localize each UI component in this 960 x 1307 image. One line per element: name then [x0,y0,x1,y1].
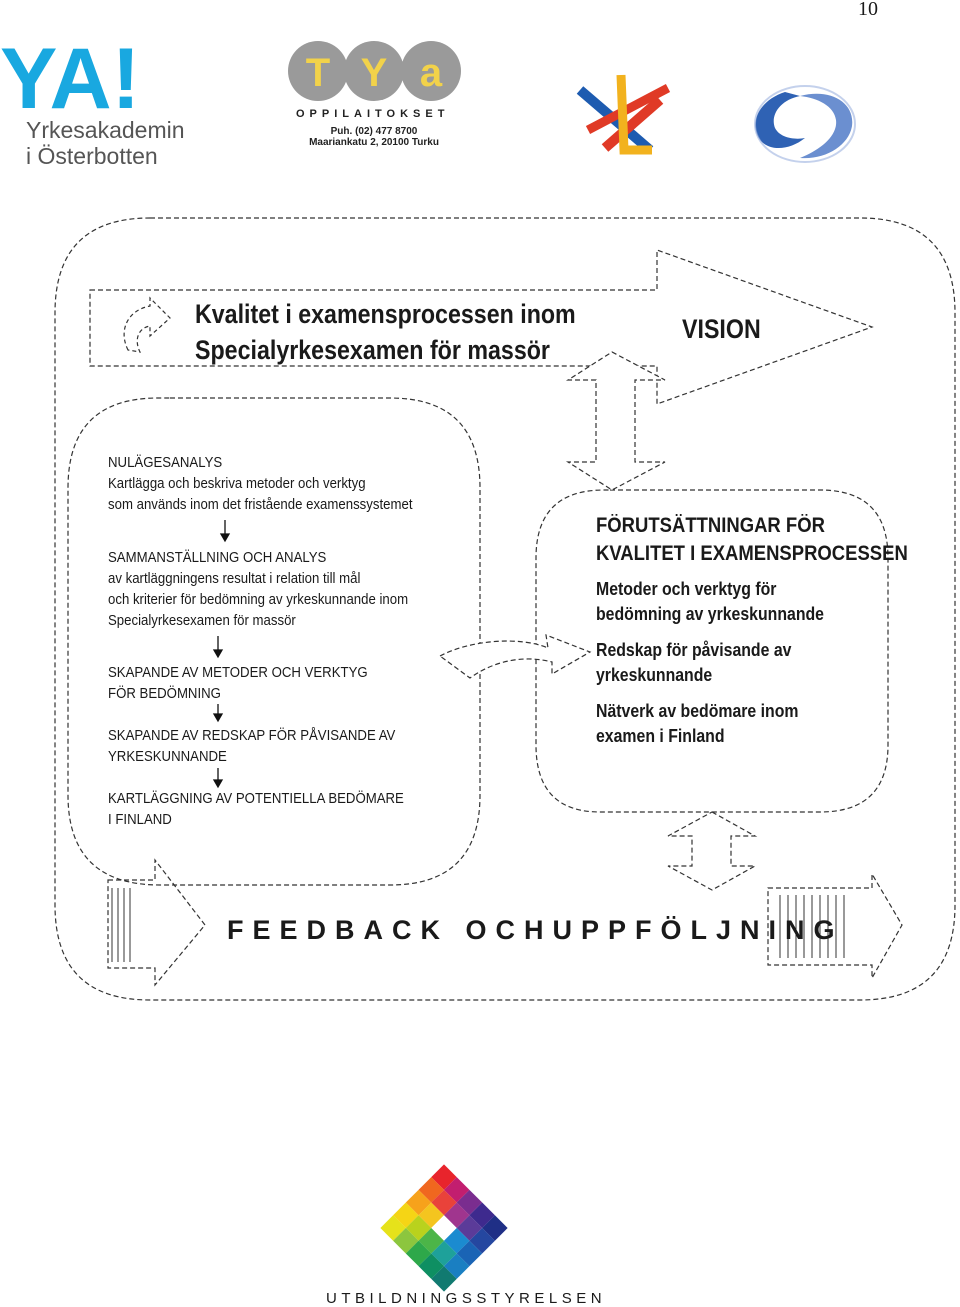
prerequisite-item: Nätverk av bedömare inom examen i Finlan… [596,699,798,749]
step-5-line1: KARTLÄGGNING AV POTENTIELLA BEDÖMARE [108,790,404,807]
tya-letter-3: a [420,51,443,95]
step-demonstration-tools: SKAPANDE AV REDSKAP FÖR PÅVISANDE AV YRK… [108,725,395,767]
tya-circle-1 [288,41,348,101]
step-4-line2: YRKESKUNNANDE [108,748,227,765]
tya-circle-2 [344,41,404,101]
analysis-box [67,397,481,886]
feedback-left-stripes [111,888,131,962]
step-assessor-mapping: KARTLÄGGNING AV POTENTIELLA BEDÖMARE I F… [108,788,404,830]
ya-logo-mark: YA! [0,31,140,127]
ya-logo: YA! Yrkesakademin i Österbotten [0,31,185,169]
step-2-line4: Specialyrkesexamen för massör [108,612,296,629]
step-current-analysis: NULÄGESANALYS Kartlägga och beskriva met… [108,452,412,515]
tya-logo: T Y a OPPILAITOKSET Puh. (02) 477 8700 M… [288,41,461,148]
feedback-left-arrow [107,858,206,987]
prerequisite-item: Metoder och verktyg för bedömning av yrk… [596,577,824,627]
tya-circle-3 [401,41,461,101]
tya-address: Maariankatu 2, 20100 Turku [309,137,439,148]
step-3-line2: FÖR BEDÖMNING [108,685,221,702]
prerequisite-item: Redskap för påvisande av yrkeskunnande [596,638,791,688]
prerequisite-1-line1: Metoder och verktyg för [596,579,777,599]
feedback-link-arrow [667,811,758,891]
prerequisite-2-line2: yrkeskunnande [596,665,713,685]
step-methods-tools: SKAPANDE AV METODER OCH VERKTYG FÖR BEDÖ… [108,662,368,704]
step-2-heading: SAMMANSTÄLLNING OCH ANALYS [108,549,327,566]
tya-subtitle: OPPILAITOKSET [296,108,449,120]
prerequisite-2-line1: Redskap för påvisande av [596,640,792,660]
ya-logo-line1: Yrkesakademin [26,117,185,143]
swirl-logo [754,85,856,163]
feedback-right-arrow [767,871,903,981]
tya-phone: Puh. (02) 477 8700 [331,126,418,137]
step-2-line2: av kartläggningens resultat i relation t… [108,570,361,587]
vision-link-arrow [565,351,666,491]
step-4-line1: SKAPANDE AV REDSKAP FÖR PÅVISANDE AV [108,727,396,744]
feedback-right-stripes [779,895,845,958]
tya-letter-1: T [306,51,330,95]
prerequisites-box [535,489,889,813]
agency-name: UTBILDNINGSSTYRELSEN [326,1290,607,1307]
step-1-line2: Kartlägga och beskriva metoder och verkt… [108,475,366,492]
prerequisite-3-line2: examen i Finland [596,726,725,746]
diagram-title: Kvalitet i examensprocessen inom Special… [195,296,576,368]
step-arrows [212,520,231,789]
cross-logo [576,74,671,155]
step-1-heading: NULÄGESANALYS [108,454,223,471]
prerequisite-1-line2: bedömning av yrkeskunnande [596,604,824,624]
step-compilation-analysis: SAMMANSTÄLLNING OCH ANALYS av kartläggni… [108,547,408,631]
flow-arrow-icon [438,634,592,679]
prerequisite-3-line1: Nätverk av bedömare inom [596,701,799,721]
page-number: 10 [858,0,878,20]
feedback-label: FEEDBACK OCHUPPFÖLJNING [227,915,844,945]
prerequisites-title: FÖRUTSÄTTNINGAR FÖR KVALITET I EXAMENSPR… [596,512,908,568]
prerequisites-title-line1: FÖRUTSÄTTNINGAR FÖR [596,514,825,537]
vision-label: VISION [682,314,761,344]
step-1-line3: som används inom det fristående examenss… [108,496,413,513]
outer-frame [54,217,956,1001]
diagram-title-line1: Kvalitet i examensprocessen inom [195,299,576,329]
step-5-line2: I FINLAND [108,811,172,828]
step-3-line1: SKAPANDE AV METODER OCH VERKTYG [108,664,368,681]
diagram-title-line2: Specialyrkesexamen för massör [195,335,550,365]
step-2-line3: och kriterier för bedömning av yrkeskunn… [108,591,409,608]
ya-logo-line2: i Österbotten [26,143,158,169]
agency-logo [380,1164,508,1292]
prerequisites-title-line2: KVALITET I EXAMENSPROCESSEN [596,542,908,565]
tya-letter-2: Y [361,51,388,95]
cycle-arrow-icon [123,296,171,353]
